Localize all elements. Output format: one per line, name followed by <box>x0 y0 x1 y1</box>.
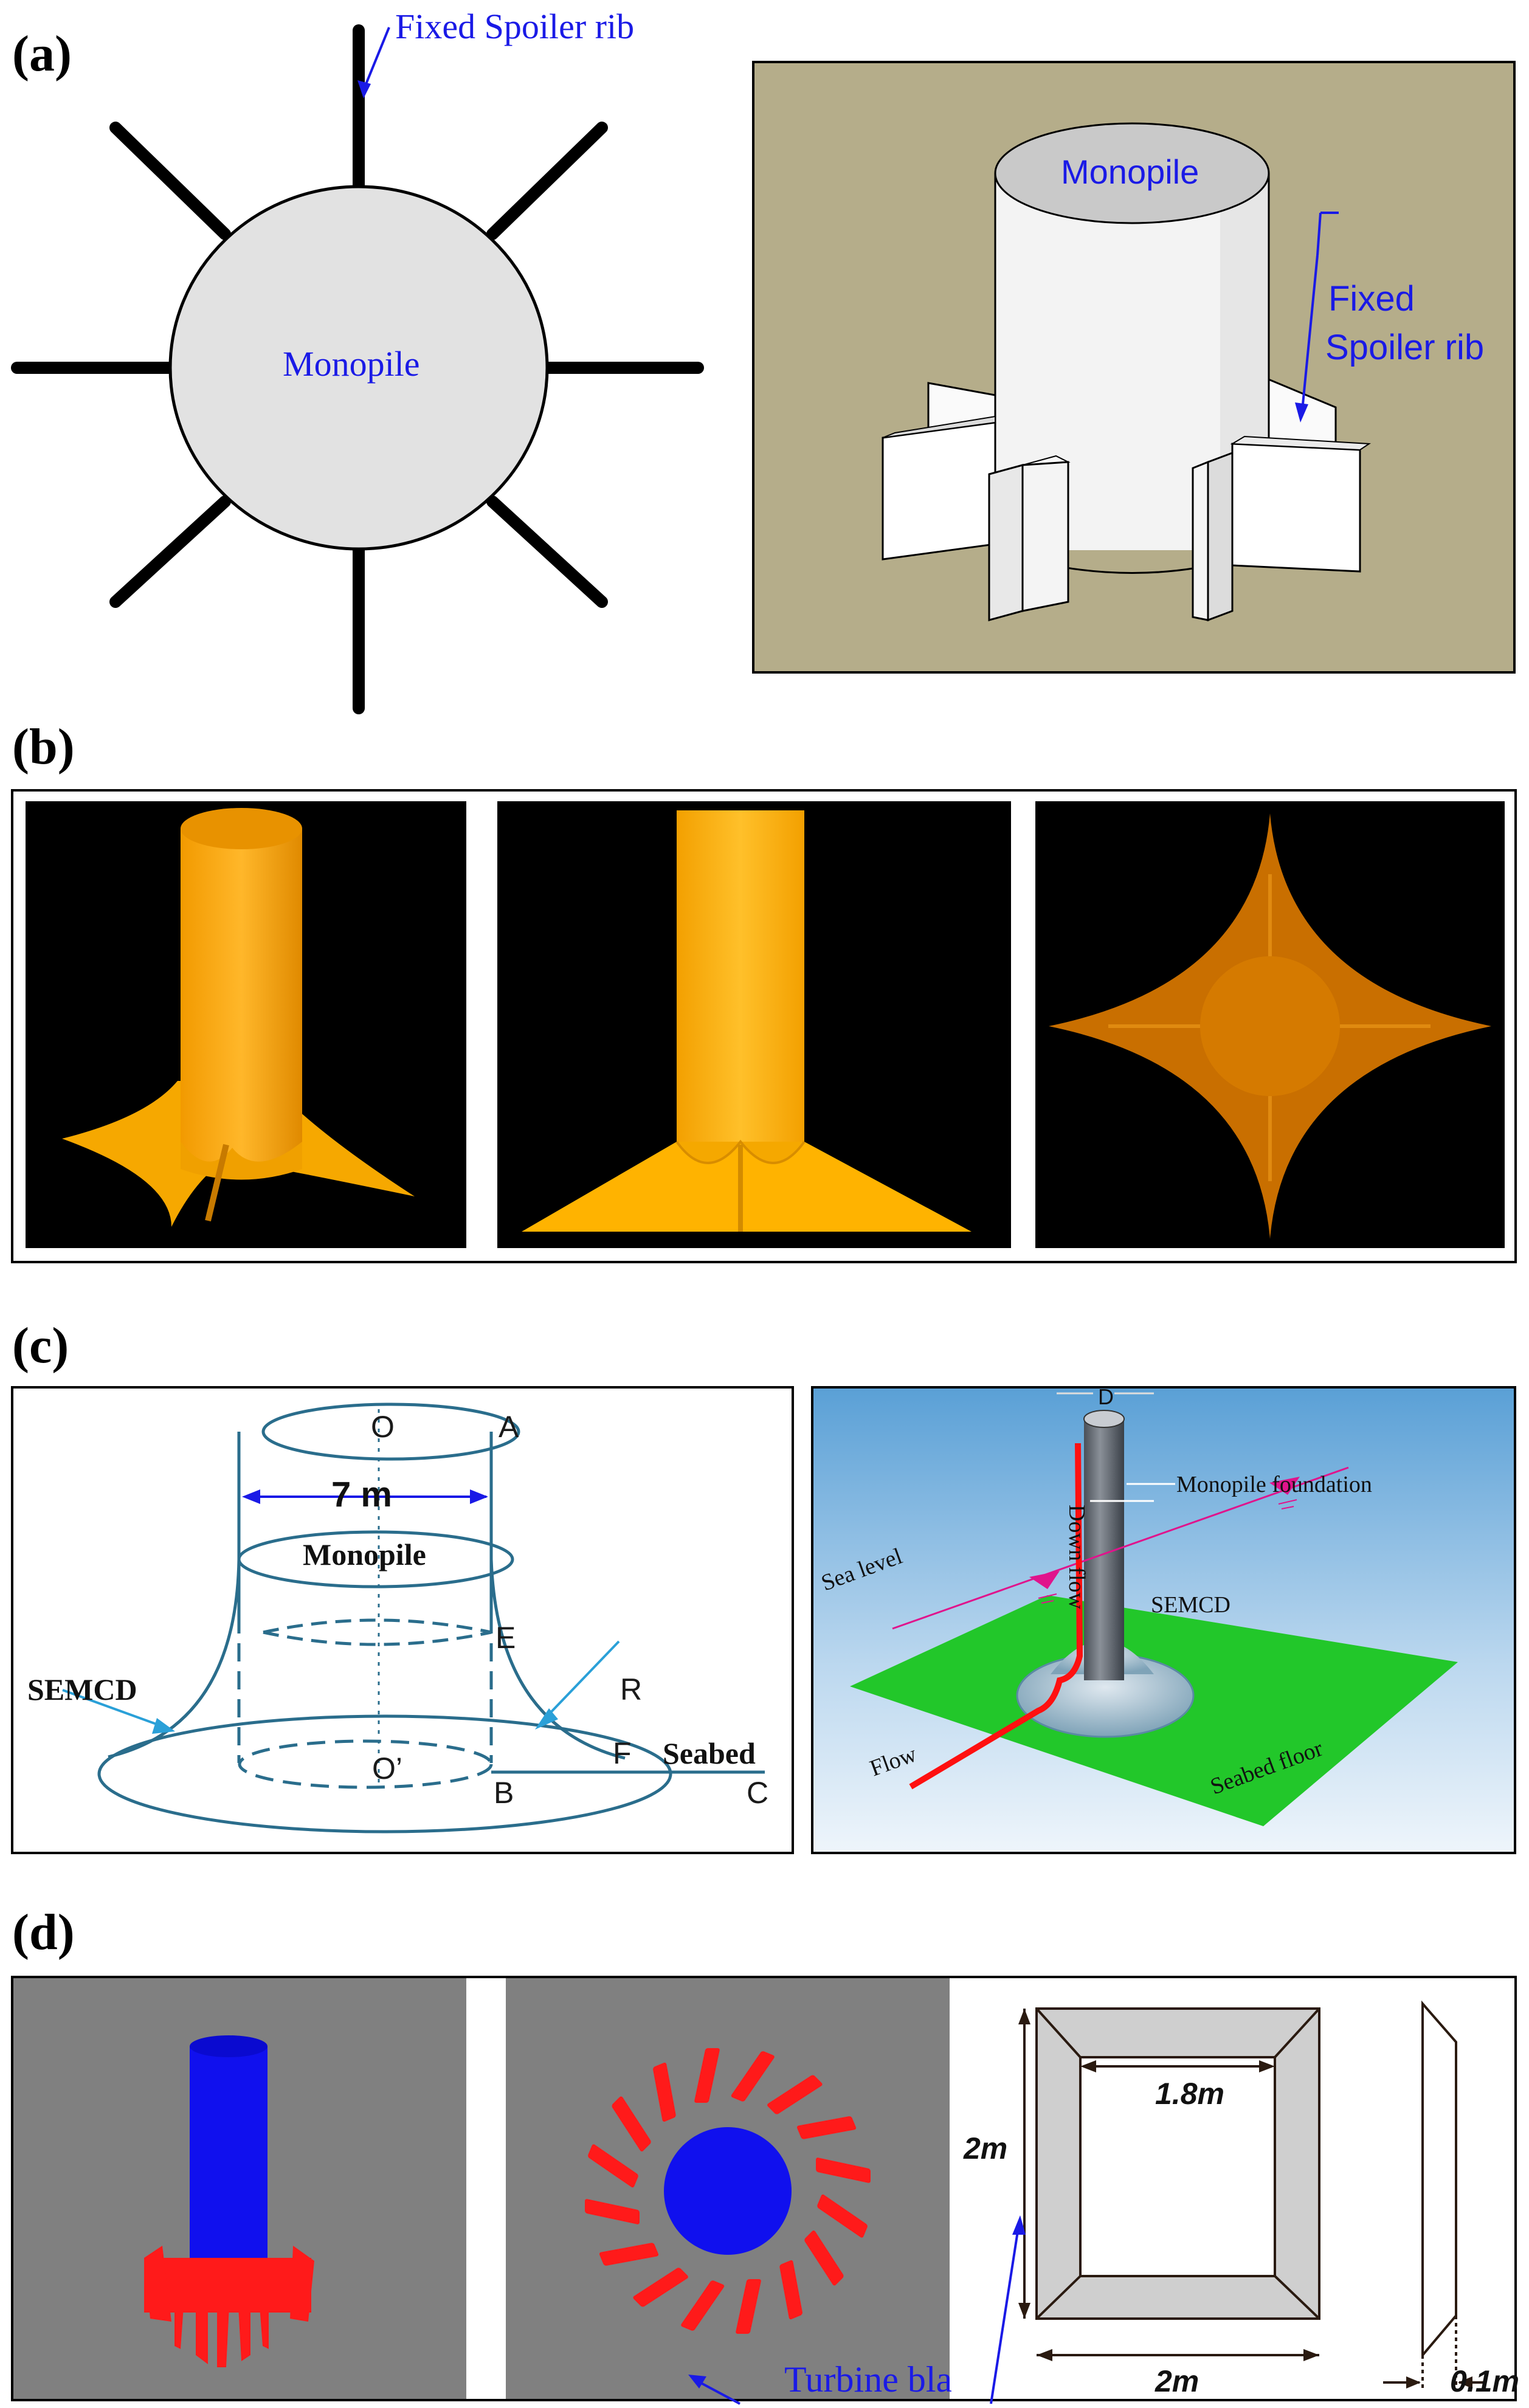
dim-height: 2m <box>964 2131 1008 2165</box>
rib-label-iso-2: Spoiler rib <box>1325 328 1485 367</box>
dim-thickness: 0.1m <box>1450 2364 1519 2398</box>
down-flow-label: Down flow <box>1064 1505 1089 1610</box>
panel-label-b: (b) <box>12 719 75 775</box>
monopile-foundation-label: Monopile foundation <box>1176 1472 1372 1497</box>
top-view-diagram <box>11 24 704 714</box>
point-c: C <box>747 1776 769 1810</box>
panel-label-c: (c) <box>12 1317 69 1374</box>
monopile-circle <box>168 185 549 551</box>
turbine-blade <box>731 2051 775 2102</box>
spoiler-rib-nw <box>109 122 231 240</box>
arrowhead <box>1295 402 1308 423</box>
spoiler-rib-sw <box>109 495 231 608</box>
turbine-blade <box>767 2075 823 2114</box>
d-label: D <box>1098 1384 1114 1409</box>
turbine-blade <box>817 2194 868 2238</box>
point-o: O <box>371 1410 395 1444</box>
monopile-label-a: Monopile <box>283 344 420 384</box>
turbine-blade-side-view <box>13 1978 466 2399</box>
orange-perspective-view <box>26 801 466 1248</box>
panel-label-d: (d) <box>12 1904 75 1961</box>
dim-inner: 1.8m <box>1155 2077 1224 2111</box>
turbine-blade <box>816 2158 871 2183</box>
turbine-blade <box>804 2230 844 2286</box>
white-separator <box>466 1978 506 2399</box>
rib-label-a: Fixed Spoiler rib <box>395 7 635 46</box>
seabed-label: Seabed <box>663 1736 756 1770</box>
turbine-blade <box>599 2243 659 2266</box>
turbine-blade <box>796 2116 857 2139</box>
point-e: E <box>495 1621 516 1655</box>
orange-top-view <box>1035 801 1505 1248</box>
semcd-label-c: SEMCD <box>27 1672 137 1706</box>
panel-b-frame <box>11 789 1517 1263</box>
panel-d-frame <box>11 1976 1517 2401</box>
turbine-blade <box>585 2199 640 2224</box>
turbine-blade-top-view <box>506 1978 950 2405</box>
arrowhead <box>357 80 371 98</box>
monopile-label-c: Monopile <box>303 1537 426 1571</box>
blue-monopile-disk <box>664 2127 792 2255</box>
dim-7m: 7 m <box>331 1475 392 1514</box>
turbine-blade <box>681 2280 725 2331</box>
spoiler-rib-ne <box>486 122 608 240</box>
point-o-prime: O’ <box>372 1751 402 1785</box>
panel-c-right-frame <box>811 1386 1516 1854</box>
blade-dimension-drawing <box>951 1978 1514 2404</box>
seabed-3d-diagram <box>813 1389 1514 1852</box>
rib-label-iso-1: Fixed <box>1328 279 1415 319</box>
point-a: A <box>499 1410 519 1444</box>
dim-width: 2m <box>1155 2364 1199 2398</box>
iso-rib-right <box>1231 443 1361 573</box>
orange-side-view <box>497 801 1011 1248</box>
turbine-blade <box>633 2268 688 2307</box>
semcd-label-right: SEMCD <box>1151 1592 1230 1618</box>
turbine-blade <box>588 2144 638 2188</box>
semcd-schematic <box>62 1402 765 1834</box>
iso-rib-left <box>882 421 996 561</box>
turbine-blade <box>653 2062 676 2122</box>
turbine-blade <box>779 2260 802 2320</box>
iso-monopile-diagram <box>882 122 1372 622</box>
turbine-blade <box>612 2096 651 2151</box>
point-b: B <box>494 1776 514 1810</box>
panel-c-left-frame <box>11 1386 794 1854</box>
turbine-blade <box>694 2048 720 2103</box>
spoiler-rib-se <box>486 495 608 608</box>
panel-label-a: (a) <box>12 26 72 82</box>
iso-rib-frontleft <box>988 464 1024 621</box>
point-r: R <box>620 1672 643 1706</box>
point-f: F <box>613 1736 632 1770</box>
iso-rib-front <box>1207 451 1234 622</box>
turbine-blade <box>736 2279 761 2334</box>
monopile-label-iso: Monopile <box>1061 153 1199 191</box>
